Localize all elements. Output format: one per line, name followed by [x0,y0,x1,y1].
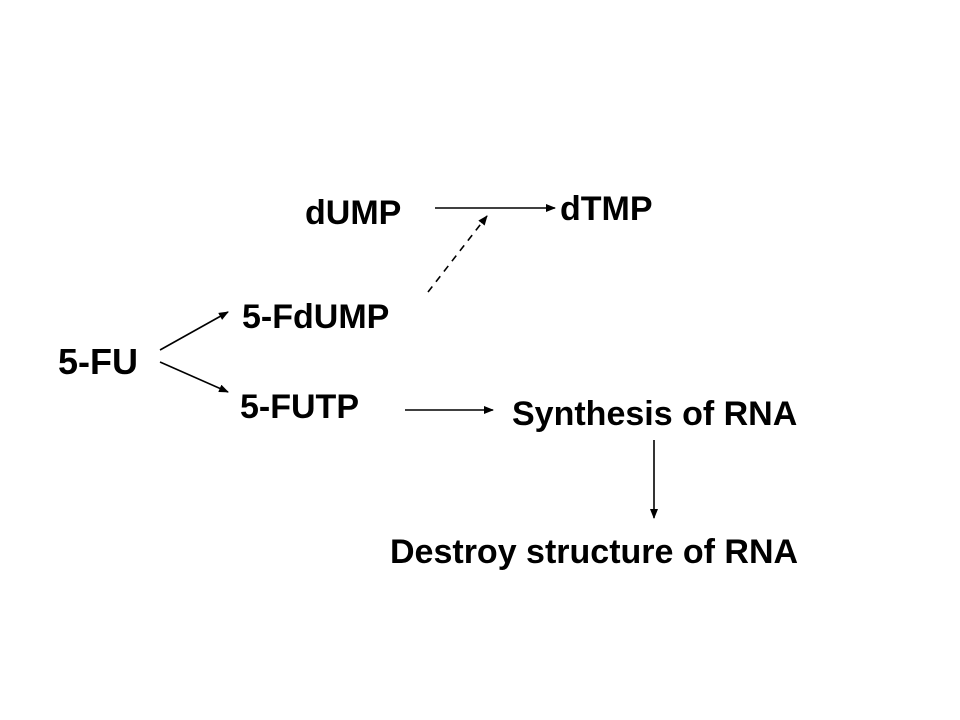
arrow-5fu-to-5futp [159,361,229,393]
node-5-fdump: 5-FdUMP [242,298,389,336]
arrow-5fu-to-5fdump [159,311,229,351]
node-dtmp: dTMP [560,190,653,228]
node-destroy-structure-of-rna: Destroy structure of RNA [390,533,798,571]
node-synthesis-of-rna: Synthesis of RNA [512,395,797,433]
dashed-arrow-5fdump-to-dump-dtmp [427,215,488,293]
node-5-futp: 5-FUTP [240,388,359,426]
node-dump: dUMP [305,194,401,232]
node-5-fu: 5-FU [58,341,138,382]
